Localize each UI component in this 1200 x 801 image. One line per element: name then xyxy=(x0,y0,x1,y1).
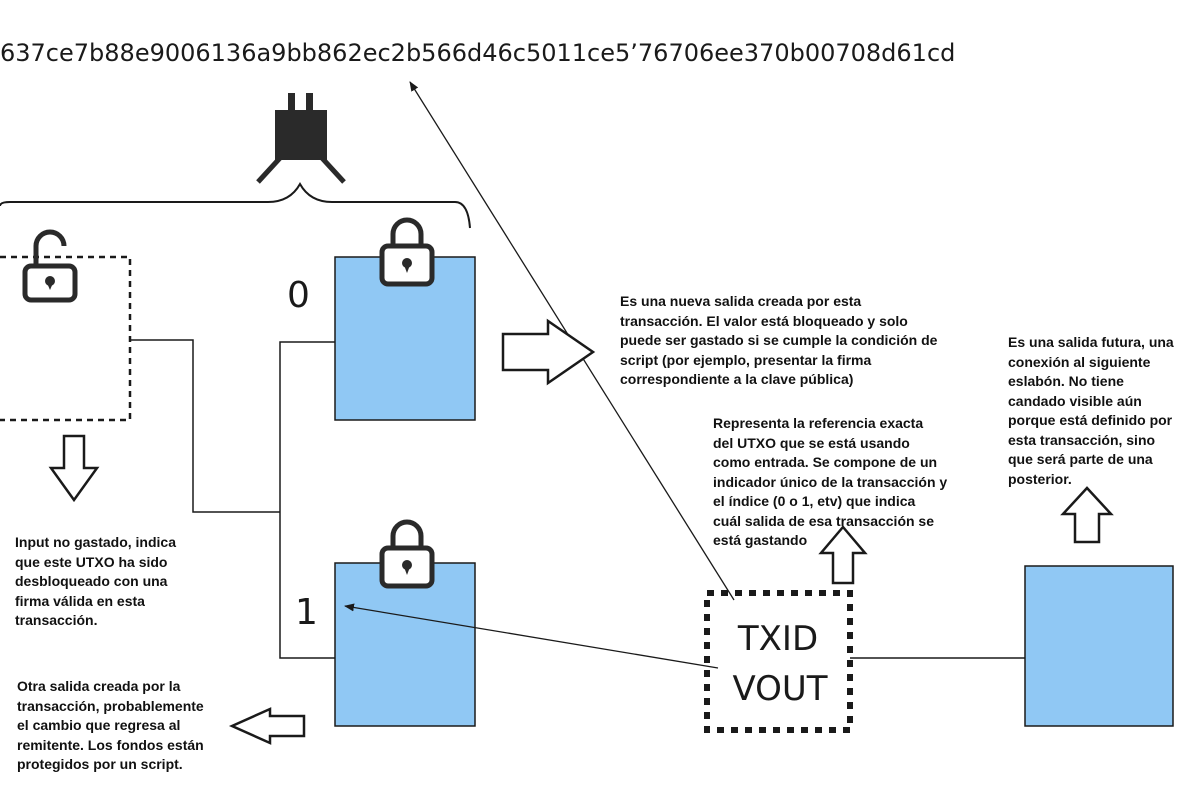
arrow-down-icon xyxy=(48,434,100,503)
arrow-left-icon xyxy=(228,707,306,745)
pointer-to-output-1 xyxy=(344,603,719,669)
txid-hash: 637ce7b88e9006136a9bb862ec2b566d46c5011c… xyxy=(0,39,955,67)
plug-icon xyxy=(256,93,346,184)
output-1-index: 1 xyxy=(295,592,318,633)
vout-label: VOUT xyxy=(732,669,827,709)
output-0-index: 0 xyxy=(287,275,310,316)
note-reference: Representa la referencia exacta del UTXO… xyxy=(713,415,948,548)
arrow-up-icon-reference xyxy=(818,525,868,585)
note-input: Input no gastado, indica que este UTXO h… xyxy=(15,534,176,628)
note-new-output: Es una nueva salida creada por esta tran… xyxy=(620,293,938,387)
arrow-up-icon-future xyxy=(1060,486,1114,544)
output-1-padlock-icon xyxy=(382,522,432,586)
input-box-dashed xyxy=(0,255,132,422)
arrow-right-icon xyxy=(501,318,596,386)
curly-brace xyxy=(0,181,471,229)
note-change-output: Otra salida creada por la transacción, p… xyxy=(17,678,204,772)
txid-label: TXID xyxy=(737,619,818,659)
unlocked-padlock-icon xyxy=(22,229,78,303)
txid-vout-box xyxy=(704,590,853,733)
note-future-output: Es una salida futura, una conexión al si… xyxy=(1008,334,1174,487)
connection-lines xyxy=(130,339,1025,659)
output-0-padlock-icon xyxy=(382,220,432,284)
output-1-box xyxy=(334,562,476,727)
future-output-box xyxy=(1024,565,1174,727)
